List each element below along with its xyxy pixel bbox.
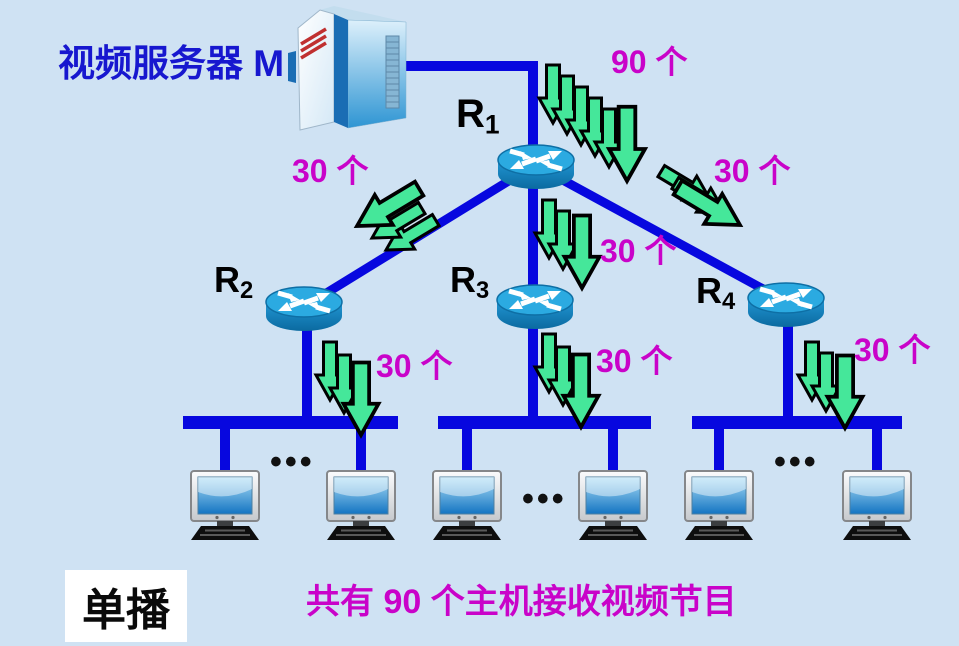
lan-ellipsis: ••• — [774, 443, 819, 481]
host-icon — [578, 470, 648, 541]
flow-label-r1-r3: 30 个 — [600, 233, 677, 269]
router-sub: 3 — [476, 276, 490, 304]
router-r4-icon — [748, 283, 824, 327]
router-name: R — [696, 270, 722, 311]
router-r3-icon — [497, 285, 573, 329]
video-server-icon — [286, 4, 408, 132]
router-label-r2: R2 — [214, 262, 253, 303]
mode-tag: 单播 — [65, 570, 187, 642]
router-r1-icon — [498, 145, 574, 189]
host-drop — [356, 426, 366, 476]
router-label-r3: R3 — [450, 262, 489, 303]
lan-bus-2 — [438, 416, 651, 429]
host-icon — [842, 470, 912, 541]
flow-label-r4-lan: 30 个 — [854, 332, 931, 368]
link-r2-lan — [302, 298, 312, 420]
router-label-r1: R1 — [456, 94, 500, 138]
server-label: 视频服务器 M — [58, 43, 285, 84]
router-name: R — [456, 92, 485, 136]
flow-label-server-r1: 90 个 — [611, 44, 688, 80]
host-icon — [432, 470, 502, 541]
arrows-r3-lan — [533, 332, 601, 429]
link-r1-r4 — [534, 162, 790, 306]
mode-tag-text: 单播 — [82, 586, 170, 635]
host-icon — [684, 470, 754, 541]
router-r2-icon — [266, 287, 342, 331]
link-r4-lan — [783, 296, 793, 420]
lan-bus-1 — [183, 416, 398, 429]
host-drop — [608, 426, 618, 476]
trunk-r1-r3 — [528, 61, 538, 419]
host-drop — [872, 426, 882, 476]
router-sub: 2 — [240, 276, 254, 304]
lan-ellipsis: ••• — [522, 480, 567, 518]
router-name: R — [450, 259, 476, 300]
caption: 共有 90 个主机接收视频节目 — [306, 583, 737, 621]
flow-label-r1-r2: 30 个 — [292, 153, 369, 189]
router-name: R — [214, 259, 240, 300]
flow-label-r2-lan: 30 个 — [376, 348, 453, 384]
router-sub: 4 — [722, 287, 736, 315]
flow-label-r1-r4: 30 个 — [714, 153, 791, 189]
host-drop — [714, 426, 724, 476]
lan-ellipsis: ••• — [270, 443, 315, 481]
router-sub: 1 — [484, 109, 500, 140]
flow-label-r3-lan: 30 个 — [596, 343, 673, 379]
arrows-r4-lan — [796, 340, 865, 430]
host-drop — [220, 426, 230, 476]
host-drop — [462, 426, 472, 476]
arrows-r1-r3 — [533, 198, 602, 290]
link-server-r1 — [392, 61, 538, 71]
router-label-r4: R4 — [696, 273, 735, 314]
host-icon — [190, 470, 260, 541]
host-icon — [326, 470, 396, 541]
